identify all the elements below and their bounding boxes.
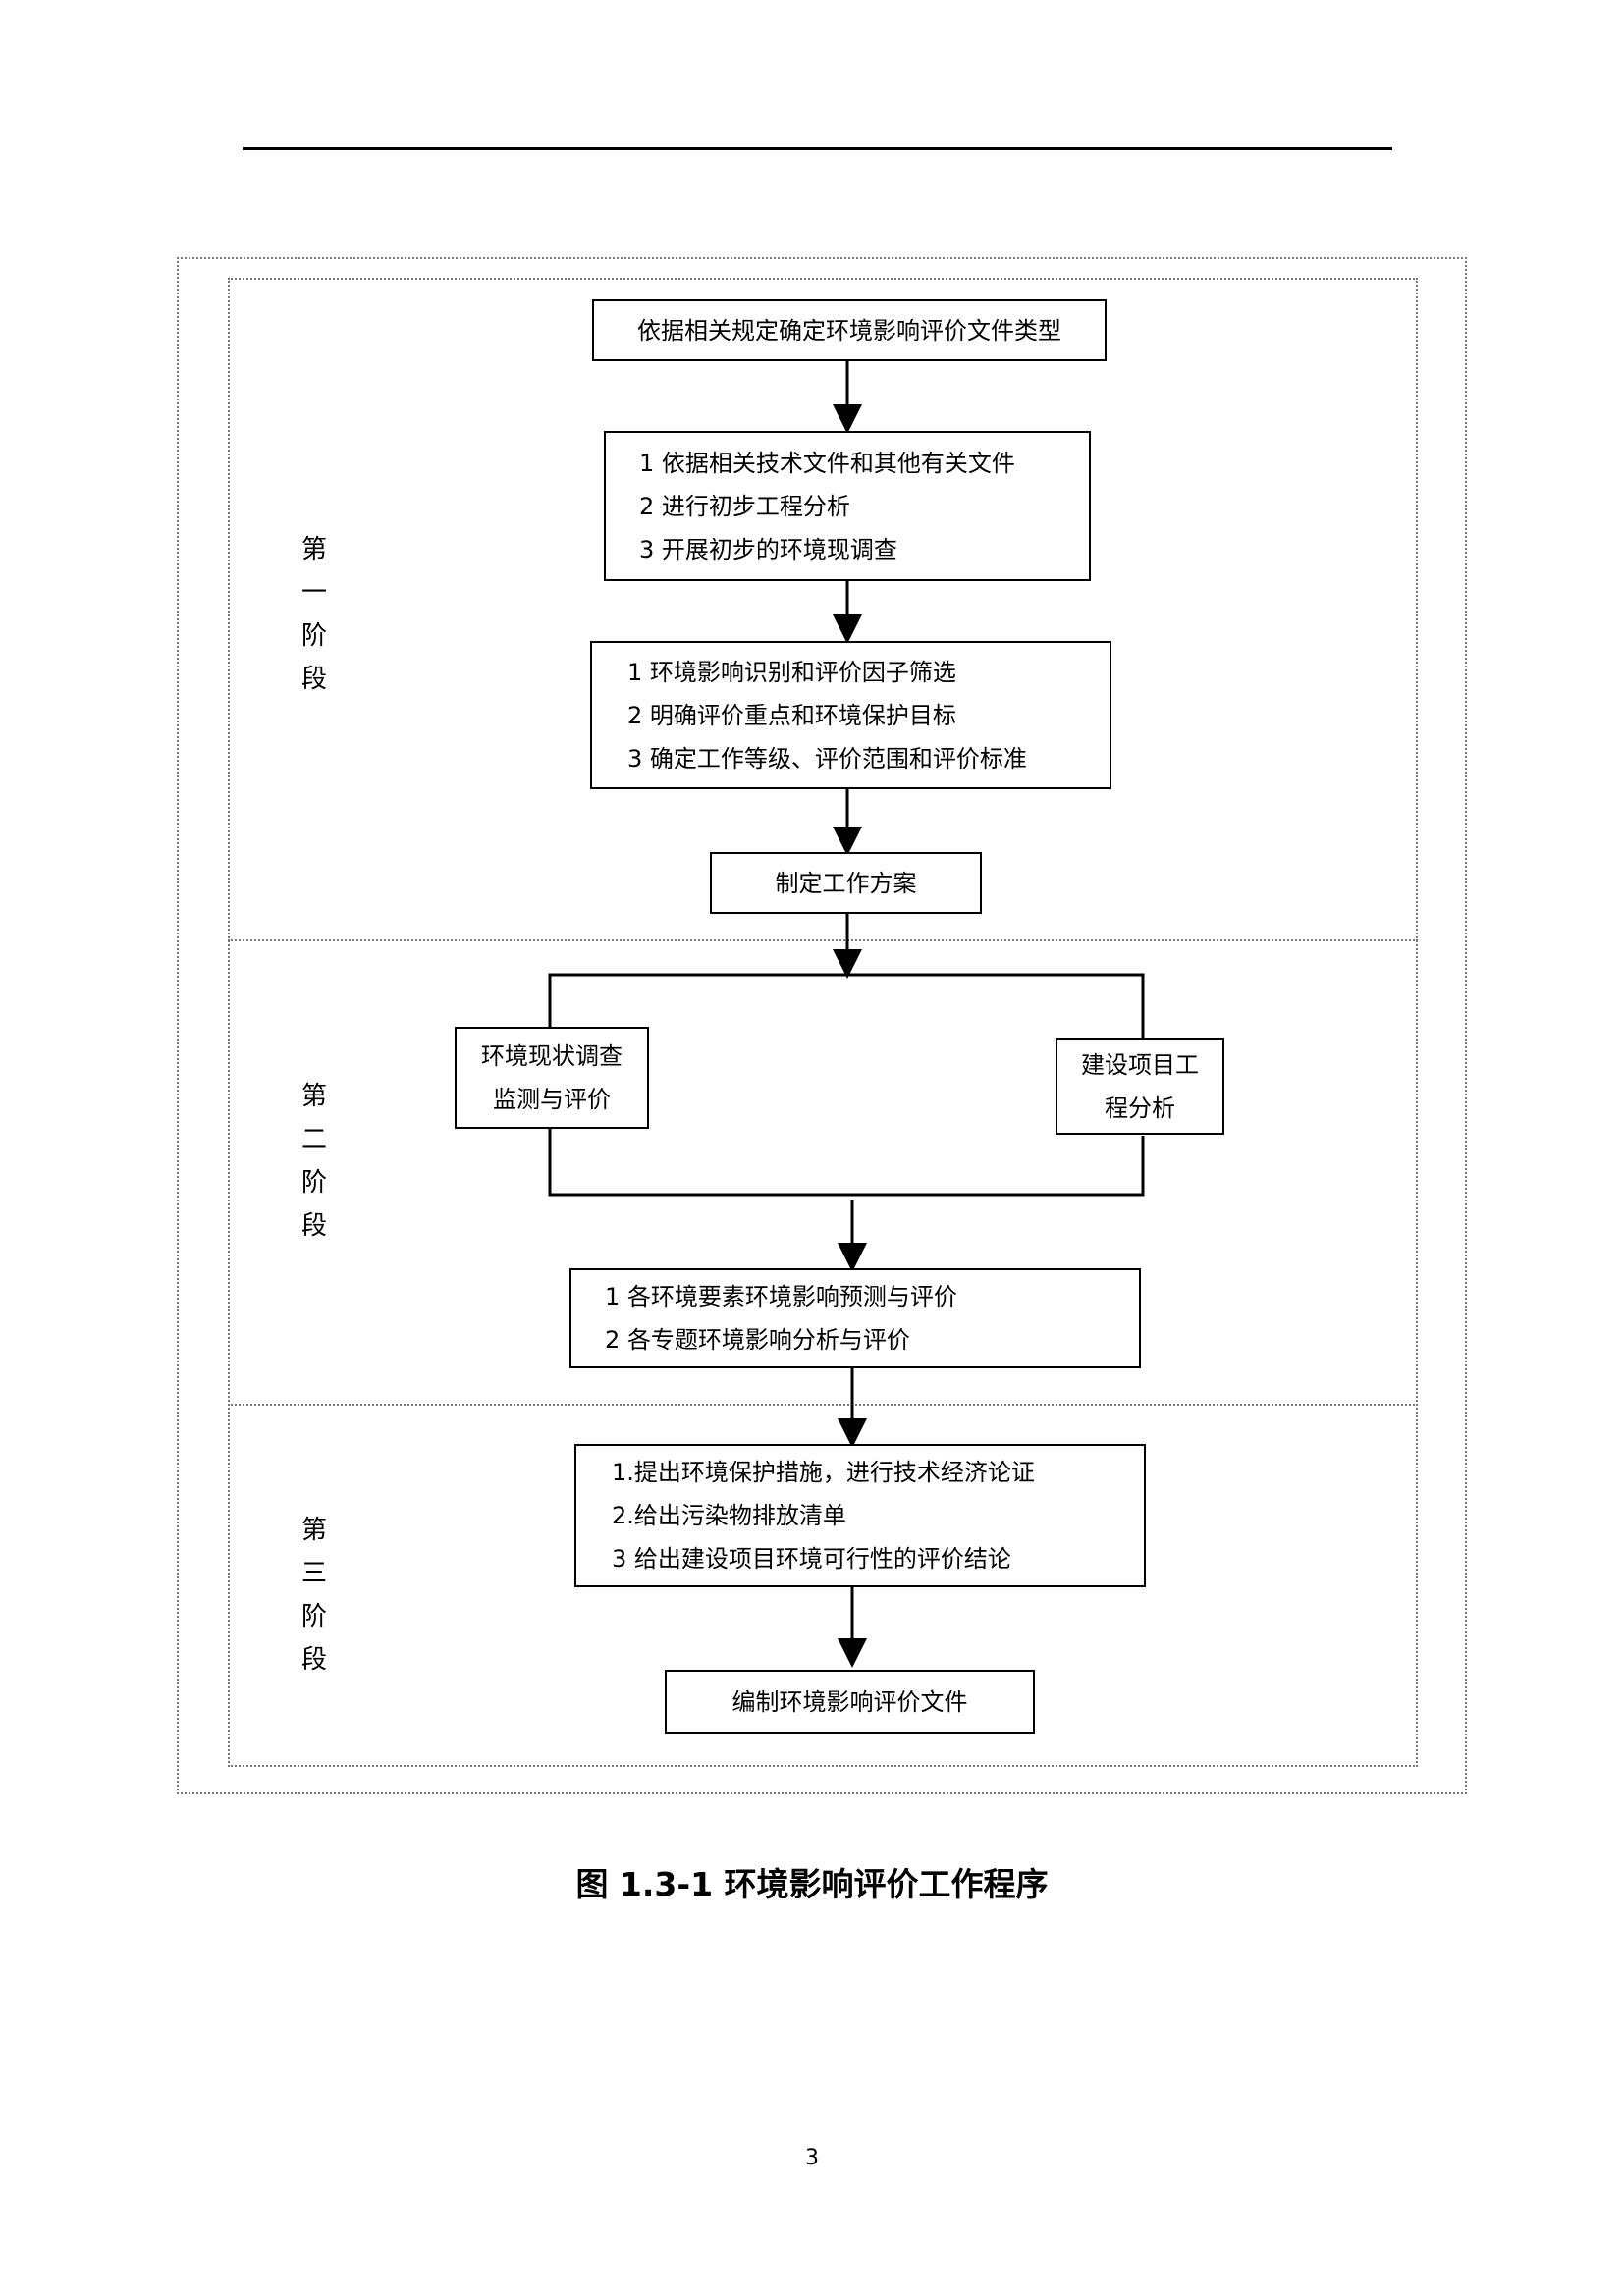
stage-char: 阶: [300, 621, 327, 651]
stage-label-2: 第 二 阶 段: [295, 1075, 334, 1248]
box-measures: 1.提出环境保护措施，进行技术经济论证 2.给出污染物排放清单 3 给出建设项目…: [574, 1444, 1146, 1587]
stage-char: 阶: [300, 1168, 327, 1198]
box-determine-type: 依据相关规定确定环境影响评价文件类型: [592, 299, 1107, 361]
stage-char: 第: [300, 535, 327, 564]
box-text: 2 明确评价重点和环境保护目标: [627, 701, 956, 729]
outer-frame: [177, 257, 1467, 1794]
branch-top: [548, 973, 1145, 1049]
branch-bottom: [548, 1129, 1145, 1197]
box-text: 1 依据相关技术文件和其他有关文件: [639, 449, 1015, 477]
stage-label-3: 第 三 阶 段: [295, 1509, 334, 1682]
stage-label-1: 第 一 阶 段: [295, 528, 334, 701]
stage-char: 段: [300, 665, 327, 694]
box-text: 制定工作方案: [775, 869, 917, 897]
box-text: 程分析: [1105, 1094, 1175, 1122]
box-text: 1 环境影响识别和评价因子筛选: [627, 658, 956, 686]
box-text: 3 确定工作等级、评价范围和评价标准: [627, 744, 1027, 773]
stage-char: 一: [300, 578, 327, 608]
box-compile: 编制环境影响评价文件: [665, 1670, 1035, 1734]
stage-char: 段: [300, 1211, 327, 1241]
stage-char: 段: [300, 1645, 327, 1675]
box-preliminary: 1 依据相关技术文件和其他有关文件 2 进行初步工程分析 3 开展初步的环境现调…: [604, 431, 1091, 581]
box-text: 依据相关规定确定环境影响评价文件类型: [637, 316, 1061, 345]
stage-divider-2: [228, 1404, 1418, 1406]
stage-char: 二: [300, 1125, 327, 1154]
stage-divider-1: [228, 939, 1418, 941]
box-text: 环境现状调查: [481, 1042, 623, 1070]
box-text: 1.提出环境保护措施，进行技术经济论证: [612, 1459, 1035, 1486]
stage-char: 三: [300, 1559, 327, 1588]
box-text: 监测与评价: [493, 1086, 611, 1113]
box-text: 2 各专题环境影响分析与评价: [605, 1326, 910, 1354]
box-text: 3 开展初步的环境现调查: [639, 535, 897, 563]
box-project-analysis: 建设项目工 程分析: [1056, 1038, 1224, 1135]
box-work-plan: 制定工作方案: [710, 852, 982, 914]
figure-caption: 图 1.3-1 环境影响评价工作程序: [575, 1865, 1049, 1903]
header-rule: [243, 147, 1392, 150]
box-text: 2.给出污染物排放清单: [612, 1502, 846, 1529]
stage-char: 阶: [300, 1602, 327, 1631]
box-text: 2 进行初步工程分析: [639, 492, 850, 520]
box-text: 建设项目工: [1081, 1050, 1199, 1079]
stage-char: 第: [300, 1516, 327, 1545]
box-text: 编制环境影响评价文件: [731, 1687, 968, 1716]
box-prediction: 1 各环境要素环境影响预测与评价 2 各专题环境影响分析与评价: [569, 1268, 1141, 1368]
stage-char: 第: [300, 1082, 327, 1111]
box-screening: 1 环境影响识别和评价因子筛选 2 明确评价重点和环境保护目标 3 确定工作等级…: [590, 641, 1111, 789]
box-text: 3 给出建设项目环境可行性的评价结论: [612, 1545, 1011, 1573]
page-number: 3: [805, 2146, 819, 2170]
box-env-survey: 环境现状调查 监测与评价: [455, 1027, 649, 1129]
box-text: 1 各环境要素环境影响预测与评价: [605, 1283, 957, 1310]
inner-frame: [228, 278, 1418, 1767]
